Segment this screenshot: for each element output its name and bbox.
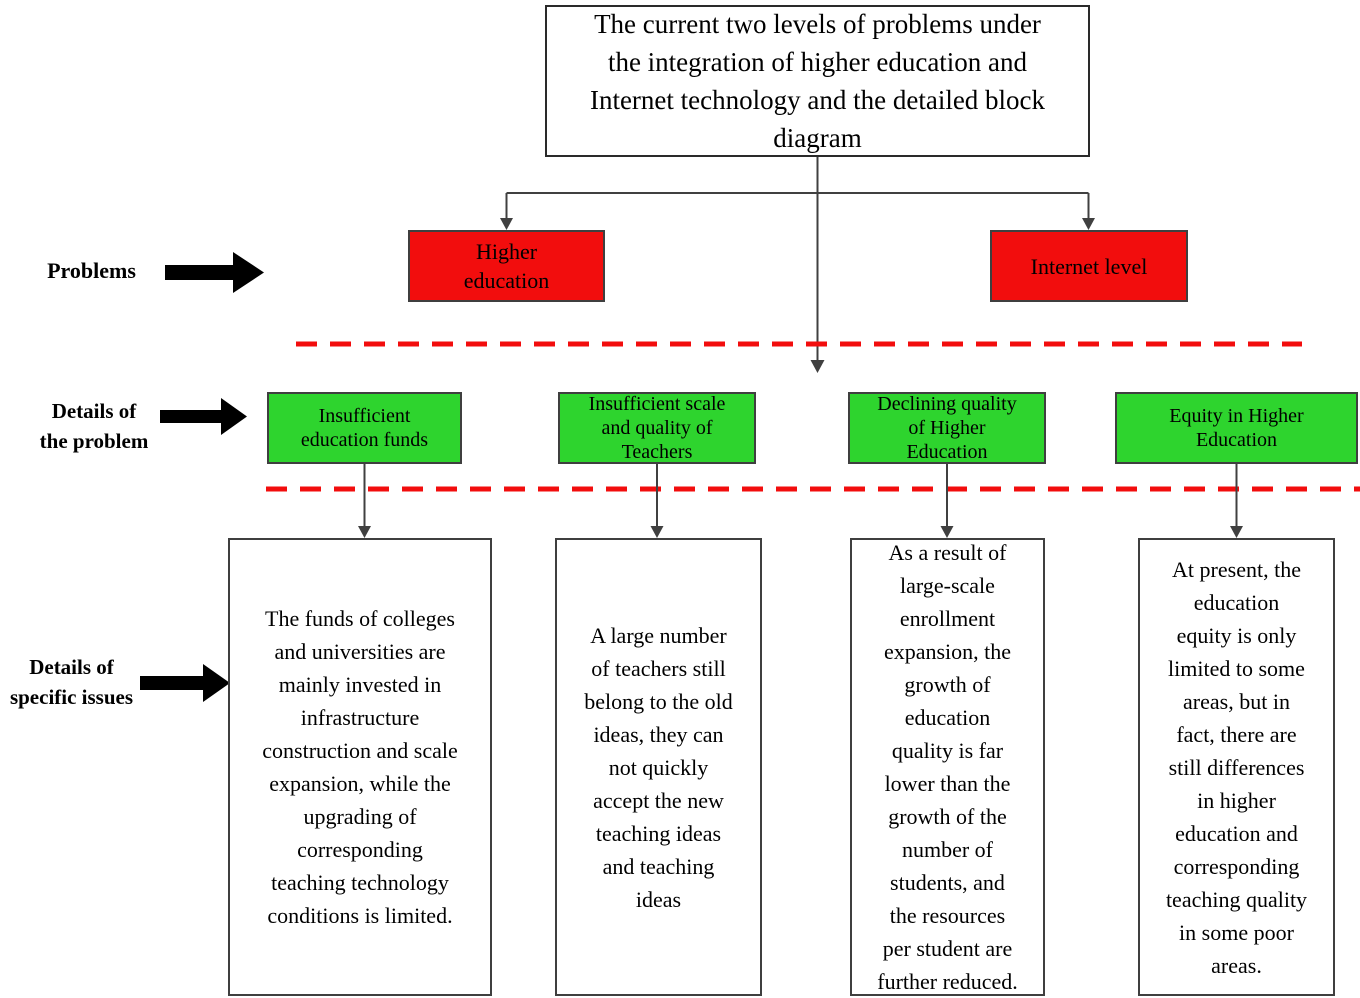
issue-box-education-funds: The funds of colleges and universities a… — [228, 538, 492, 996]
problem-details-row-arrow-icon — [160, 398, 247, 435]
problems-row-arrow-icon — [165, 252, 264, 293]
title-box: The current two levels of problems under… — [545, 5, 1090, 157]
detail-box-declining-quality: Declining quality of Higher Education — [848, 392, 1046, 464]
problem-box-higher-education: Higher education — [408, 230, 605, 302]
problem-box-internet-level: Internet level — [990, 230, 1188, 302]
arrowhead-center-icon — [810, 360, 825, 373]
detail-box-education-funds: Insufficient education funds — [267, 392, 462, 464]
detail-box-teachers: Insufficient scale and quality of Teache… — [558, 392, 756, 464]
arrowhead-detail-4-icon — [1230, 526, 1243, 538]
row-label-problems: Problems — [47, 258, 136, 283]
specific-issues-row-arrow-icon — [140, 664, 230, 702]
row-label-specific-issues: Details of specific issues — [9, 655, 134, 709]
arrowhead-internet-level-icon — [1082, 218, 1095, 230]
issue-box-equity: At present, the education equity is only… — [1138, 538, 1335, 996]
arrowhead-detail-1-icon — [358, 526, 371, 538]
arrowhead-detail-2-icon — [650, 526, 664, 538]
issue-box-declining-quality: As a result of large-scale enrollment ex… — [850, 538, 1045, 996]
row-label-problem-details: Details of the problem — [39, 399, 149, 453]
arrowhead-higher-education-icon — [500, 218, 513, 230]
issue-box-teachers: A large number of teachers still belong … — [555, 538, 762, 996]
detail-box-equity: Equity in Higher Education — [1115, 392, 1358, 464]
